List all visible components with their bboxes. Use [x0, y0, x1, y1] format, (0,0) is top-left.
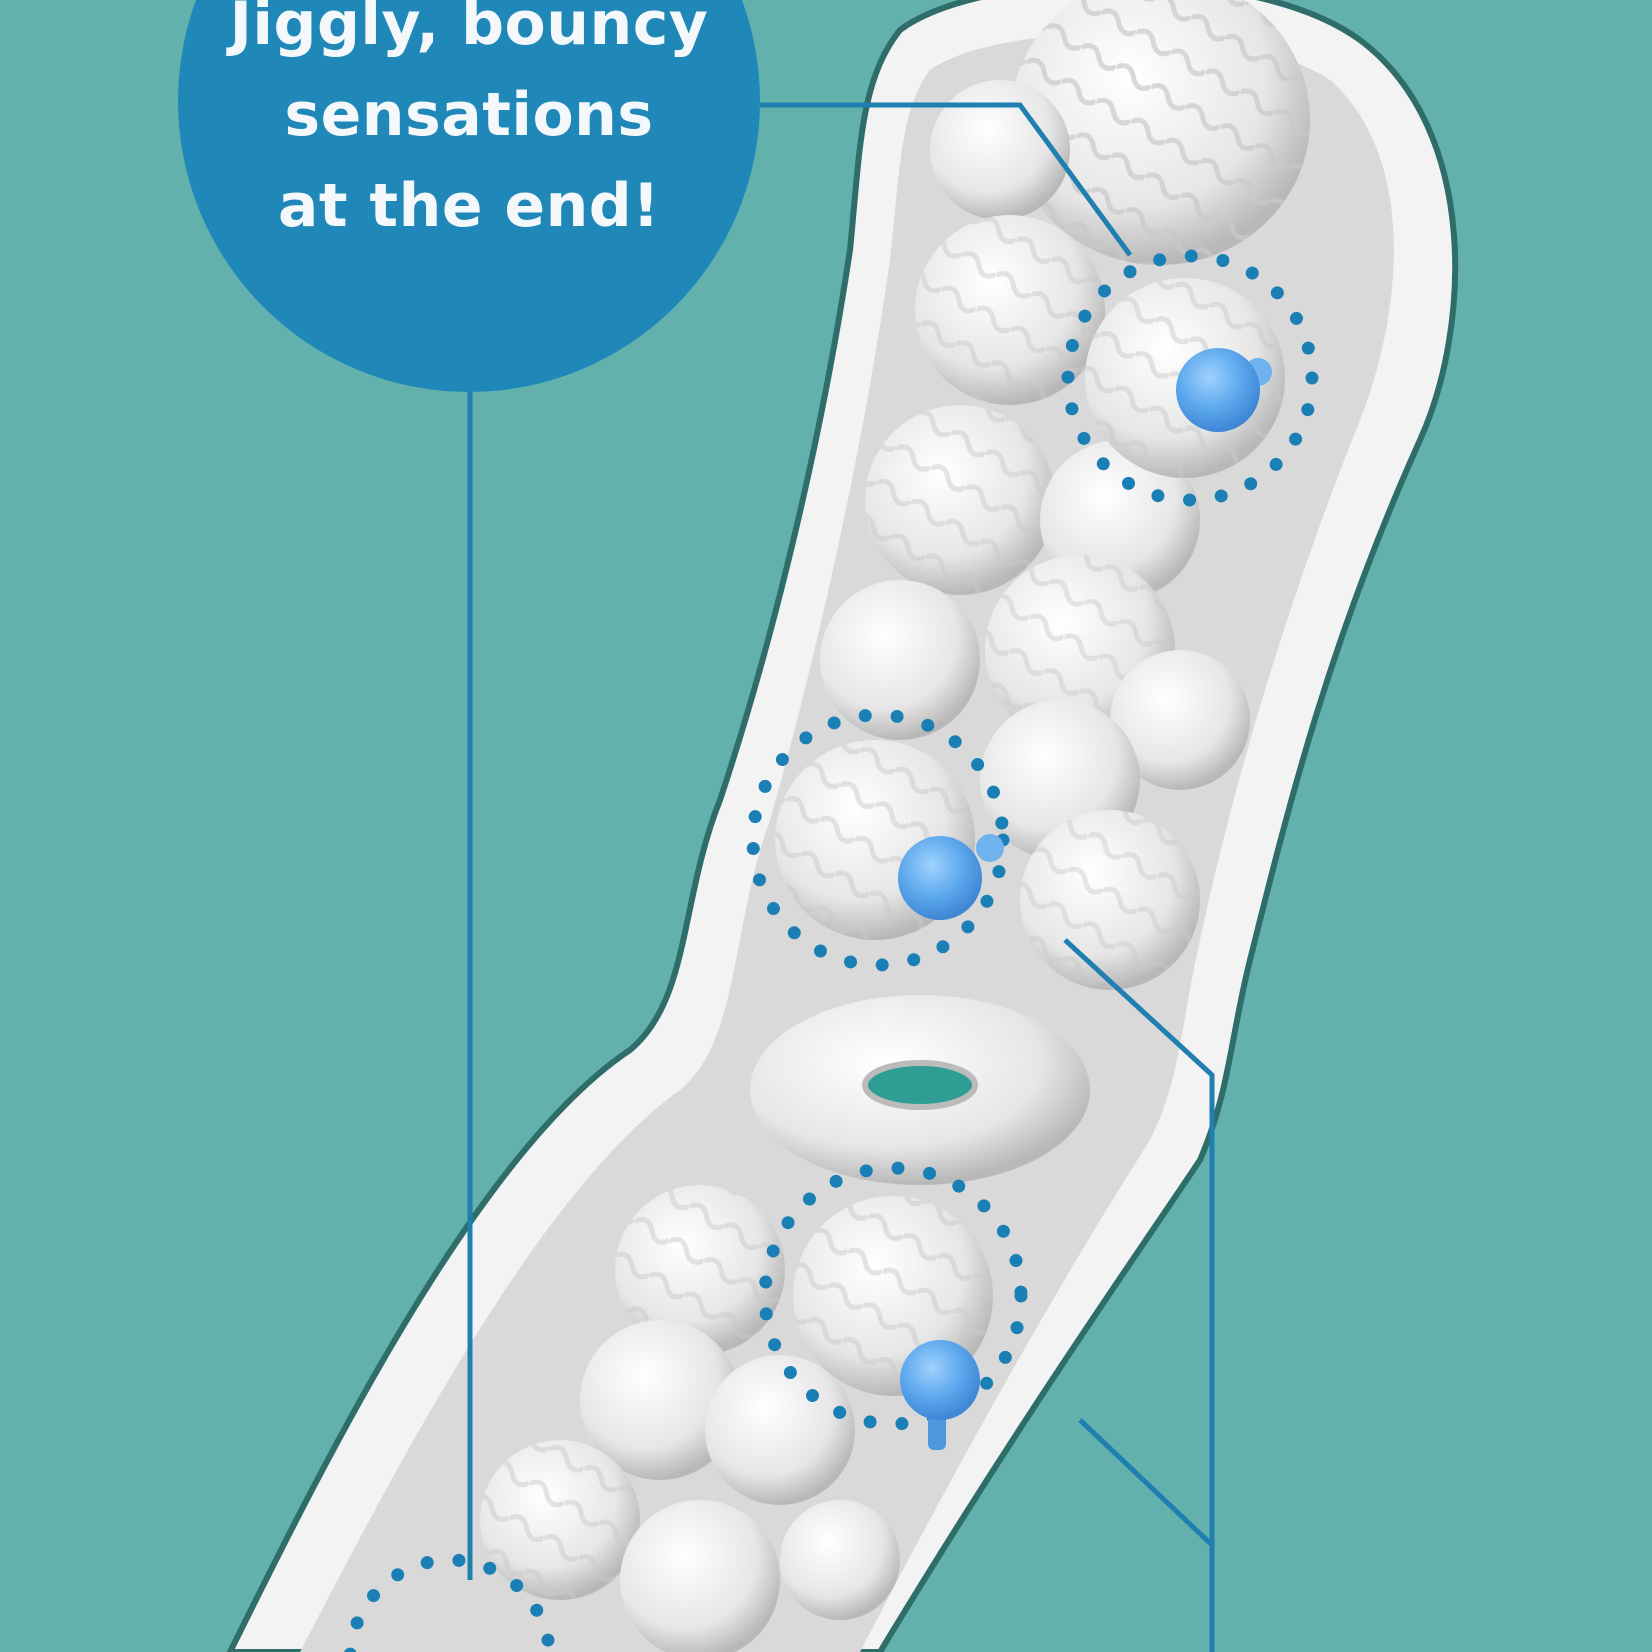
inner-beads: [480, 0, 1310, 1652]
dotted-ring-icon: [746, 708, 1010, 972]
marker-ball-icon: [898, 836, 982, 920]
callout-bubble: Jiggly, bouncy sensations at the end!: [178, 0, 760, 392]
callout-line-2: sensations: [284, 80, 654, 150]
highlight-bottom: [758, 1161, 1028, 1450]
dotted-ring-icon: [1061, 249, 1319, 507]
highlight-middle: [746, 708, 1010, 972]
callout-line-3: at the end!: [277, 171, 661, 241]
leader-line-middle: [1063, 938, 1215, 1652]
leader-line-bottom: [1078, 1418, 1214, 1547]
callout-line-1: Jiggly, bouncy: [229, 0, 709, 59]
highlight-top: [1061, 249, 1319, 507]
leader-line-top: [760, 102, 1133, 257]
marker-ball-icon: [900, 1340, 980, 1420]
leader-lines: [467, 102, 1215, 1652]
dotted-ring-icon: [758, 1161, 1028, 1431]
marker-ball-icon: [1176, 348, 1260, 432]
